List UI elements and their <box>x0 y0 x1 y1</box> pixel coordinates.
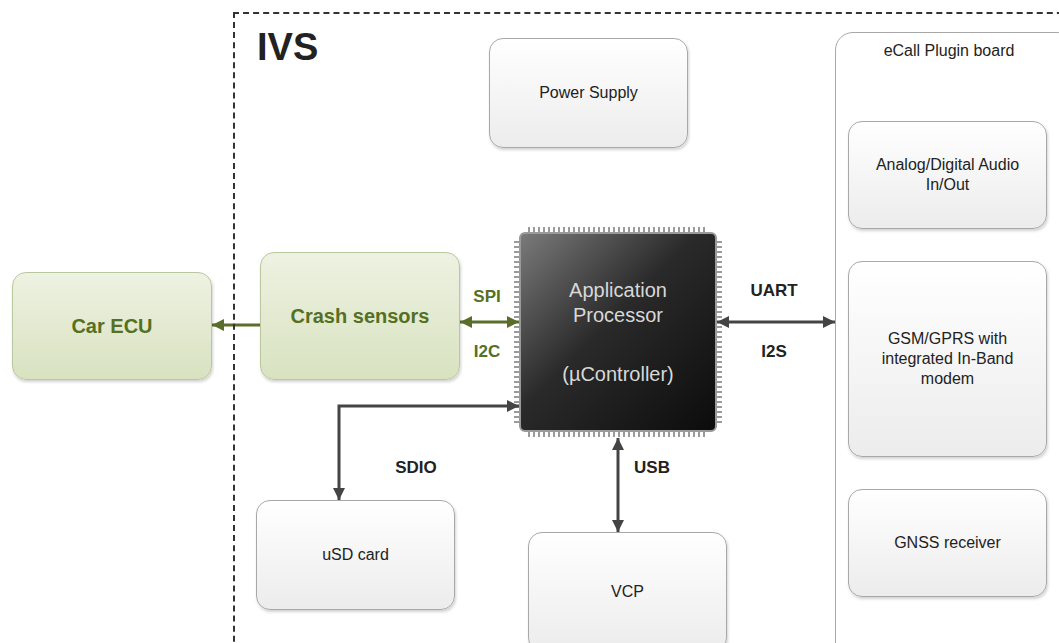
connector-arrow <box>617 438 620 532</box>
node-label: Analog/Digital Audio In/Out <box>861 155 1034 195</box>
connector-arrow <box>717 321 835 324</box>
node-label: GSM/GPRS with integrated In-Band modem <box>861 329 1034 389</box>
board-container: Analog/Digital Audio In/OutGSM/GPRS with… <box>835 32 1059 643</box>
connector-arrow <box>339 406 519 500</box>
region-heading: IVS <box>257 24 318 72</box>
signal-label: SDIO <box>395 458 437 478</box>
signal-label: SPI <box>473 287 500 307</box>
process-box: GNSS receiver <box>848 489 1047 597</box>
connector-arrow <box>212 324 260 327</box>
signal-label: I2C <box>474 342 500 362</box>
node-label: Car ECU <box>71 314 152 339</box>
process-box: uSD card <box>256 500 455 610</box>
node-label: uSD card <box>322 545 389 565</box>
region-heading: eCall Plugin board <box>836 41 1059 61</box>
sensor-box: Crash sensors <box>260 252 460 380</box>
node-label: Crash sensors <box>291 304 430 329</box>
process-box: Power Supply <box>489 38 688 148</box>
node-label: Application Processor <box>543 278 693 328</box>
node-label: VCP <box>611 582 644 602</box>
signal-label: UART <box>750 281 797 301</box>
node-label: Power Supply <box>539 83 638 103</box>
external-box: Car ECU <box>12 272 212 380</box>
node-label: (µController) <box>562 362 674 387</box>
signal-label: I2S <box>761 342 787 362</box>
process-box: GSM/GPRS with integrated In-Band modem <box>848 261 1047 457</box>
connector-arrow <box>460 321 519 324</box>
node-label: GNSS receiver <box>894 533 1001 553</box>
chip-pin-row <box>514 227 722 437</box>
signal-label: USB <box>634 458 670 478</box>
system-boundary: Power SupplyAnalog/Digital Audio In/OutG… <box>233 12 1059 643</box>
process-box: VCP <box>528 532 727 643</box>
processor-chip: Application Processor (µController) <box>519 232 717 432</box>
process-box: Analog/Digital Audio In/Out <box>848 121 1047 229</box>
